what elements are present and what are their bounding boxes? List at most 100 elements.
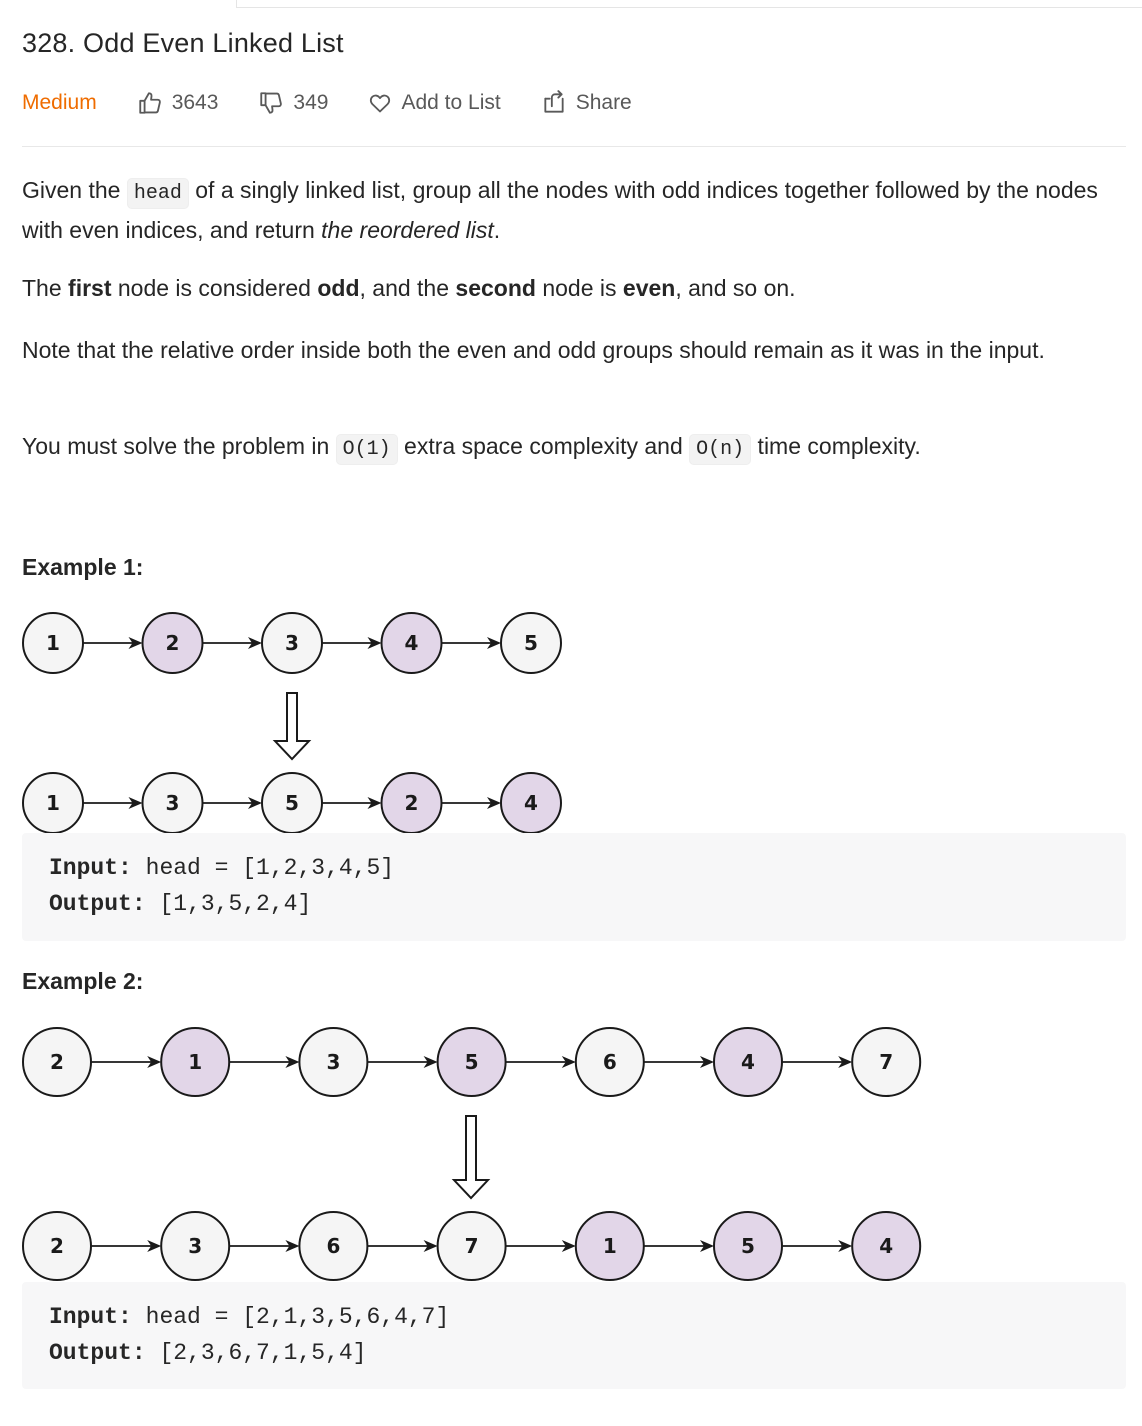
inline-code-o1: O(1) (335, 434, 398, 465)
list-node-label: 1 (603, 1234, 617, 1258)
list-node-after (436, 1211, 507, 1281)
add-to-list-label: Add to List (401, 91, 501, 114)
list-node-label: 1 (46, 791, 60, 815)
example-1-code: Input: head = [1,2,3,4,5] Output: [1,3,5… (22, 833, 1126, 941)
difficulty-badge: Medium (22, 91, 97, 114)
link-arrowhead (838, 1056, 853, 1068)
inline-code-on: O(n) (689, 434, 752, 465)
list-node-before (574, 1027, 645, 1097)
example-1-input-line: Input: head = [1,2,3,4,5] (49, 855, 395, 881)
header-divider (22, 146, 1126, 147)
link-arrowhead (561, 1056, 576, 1068)
list-node-before (298, 1027, 369, 1097)
link-arrowhead (128, 637, 143, 649)
share-label: Share (575, 91, 632, 114)
description-paragraph-1: Given the head of a singly linked list, … (22, 177, 1098, 243)
link-arrowhead (700, 1056, 714, 1068)
list-node-label: 3 (188, 1234, 202, 1258)
list-node-label: 5 (524, 631, 538, 655)
problem-title: 328. Odd Even Linked List (22, 28, 344, 58)
list-node-label: 4 (741, 1050, 755, 1074)
list-node-label: 3 (285, 631, 299, 655)
list-node-label: 6 (326, 1234, 340, 1258)
link-arrowhead (367, 637, 382, 649)
example-2-title: Example 2: (22, 968, 144, 994)
list-node-label: 3 (166, 791, 180, 815)
list-node-label: 1 (188, 1050, 202, 1074)
list-node-before (22, 1027, 92, 1097)
top-divider (236, 0, 1142, 8)
example-2-output-line: Output: [2,3,6,7,1,5,4] (49, 1340, 367, 1366)
list-node-after (22, 1211, 92, 1281)
list-node-label: 4 (405, 631, 419, 655)
problem-meta-bar: Medium 3643 349 Add to List Share (22, 86, 672, 120)
link-arrowhead (423, 1056, 438, 1068)
description-paragraph-3: Note that the relative order inside both… (22, 337, 1045, 363)
list-node-after (298, 1211, 369, 1281)
like-count: 3643 (171, 91, 219, 114)
list-node-label: 5 (285, 791, 299, 815)
list-node-before (22, 612, 84, 674)
thumbs-down-icon (260, 92, 283, 114)
list-node-label: 4 (524, 791, 538, 815)
list-node-before (436, 1027, 507, 1097)
example-1-output-line: Output: [1,3,5,2,4] (49, 891, 312, 917)
list-node-after (851, 1211, 922, 1281)
heart-icon (370, 94, 391, 113)
link-arrowhead (700, 1240, 714, 1252)
list-node-before (851, 1027, 922, 1097)
example-1-title: Example 1: (22, 554, 144, 580)
link-arrowhead (285, 1056, 300, 1068)
link-arrowhead (423, 1240, 438, 1252)
description-paragraph-4: You must solve the problem in O(1) extra… (22, 428, 1122, 468)
link-arrowhead (147, 1240, 162, 1252)
share-icon (544, 90, 564, 113)
list-node-label: 4 (879, 1234, 893, 1258)
list-node-label: 3 (326, 1050, 340, 1074)
share-button[interactable]: Share (541, 90, 632, 116)
list-node-label: 2 (50, 1234, 64, 1258)
link-arrowhead (487, 797, 501, 809)
list-node-label: 7 (879, 1050, 893, 1074)
down-arrow-icon (272, 692, 312, 761)
list-node-after (574, 1211, 645, 1281)
emphasis-reordered-list: the reordered list (321, 217, 494, 243)
list-node-label: 5 (465, 1050, 479, 1074)
description-paragraph-2: The first node is considered odd, and th… (22, 275, 796, 301)
list-node-label: 5 (741, 1234, 755, 1258)
dislike-button[interactable]: 349 (258, 90, 328, 116)
inline-code-head: head (126, 178, 189, 209)
link-arrowhead (248, 637, 262, 649)
list-node-before (500, 612, 562, 674)
list-node-label: 7 (465, 1234, 479, 1258)
list-node-label: 2 (405, 791, 419, 815)
link-arrowhead (487, 637, 501, 649)
link-arrowhead (248, 797, 262, 809)
list-node-before (141, 612, 204, 674)
link-arrowhead (128, 797, 143, 809)
list-node-label: 1 (46, 631, 60, 655)
like-button[interactable]: 3643 (137, 90, 219, 116)
example-2-code: Input: head = [2,1,3,5,6,4,7] Output: [2… (22, 1282, 1126, 1389)
link-arrowhead (561, 1240, 576, 1252)
list-node-after (713, 1211, 783, 1281)
down-arrow-icon (451, 1115, 491, 1200)
list-node-label: 2 (50, 1050, 64, 1074)
list-node-after (160, 1211, 231, 1281)
list-node-before (160, 1027, 231, 1097)
link-arrowhead (838, 1240, 853, 1252)
list-node-before (261, 612, 323, 674)
list-node-label: 2 (166, 631, 180, 655)
link-arrowhead (367, 797, 382, 809)
dislike-count: 349 (293, 91, 329, 114)
example-2-input-line: Input: head = [2,1,3,5,6,4,7] (49, 1304, 450, 1330)
link-arrowhead (147, 1056, 162, 1068)
thumbs-up-icon (139, 92, 161, 114)
list-node-label: 6 (603, 1050, 617, 1074)
list-node-before (713, 1027, 783, 1097)
list-node-before (380, 612, 443, 674)
add-to-list-button[interactable]: Add to List (368, 91, 501, 115)
link-arrowhead (285, 1240, 300, 1252)
